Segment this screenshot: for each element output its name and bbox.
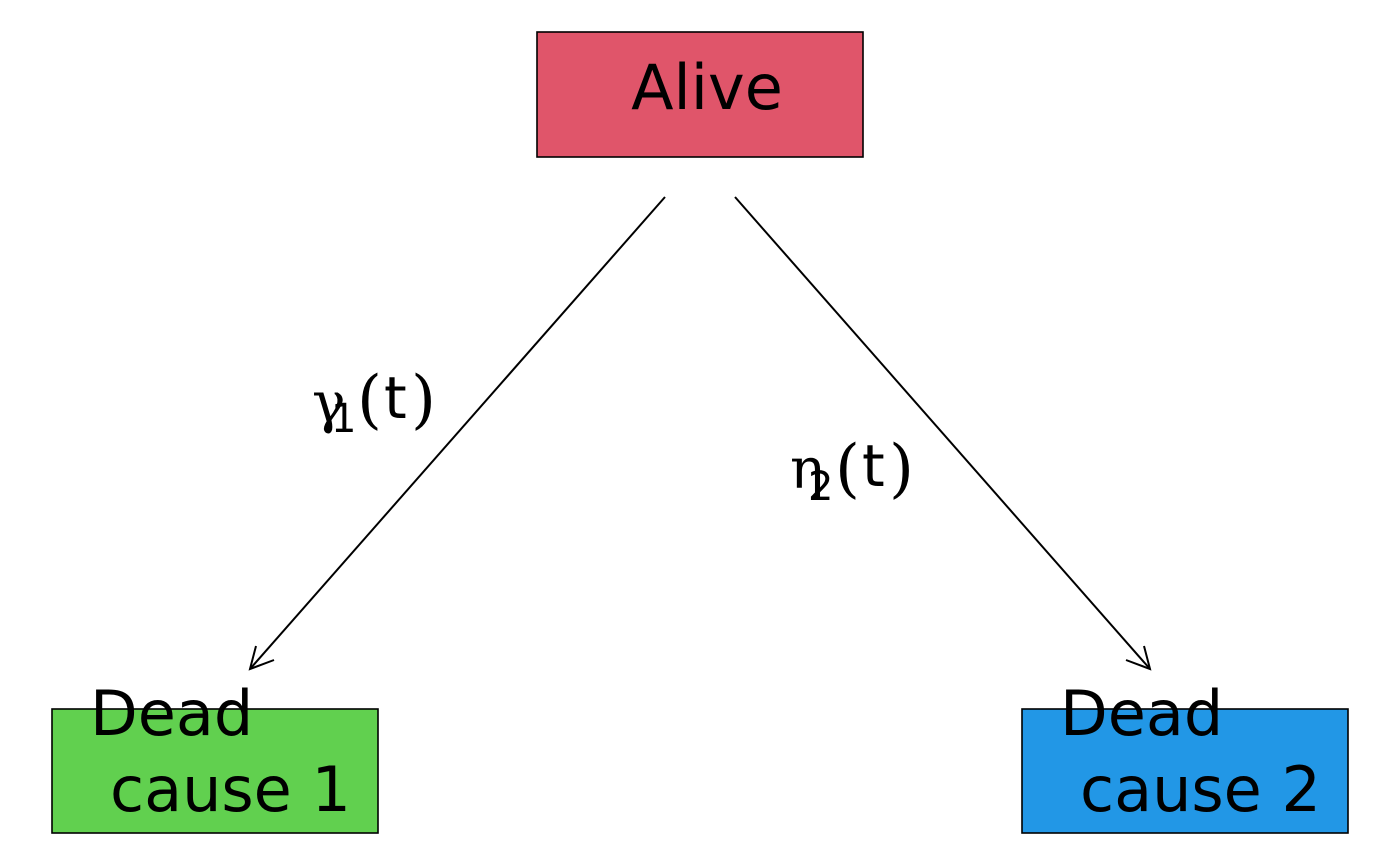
rate-symbol-eta: η — [790, 437, 824, 502]
rate-close-paren: ) — [411, 363, 436, 437]
node-dead-cause-2-label-line2: cause 2 — [1080, 753, 1321, 826]
node-alive-box — [536, 31, 864, 158]
rate-variable-t: t — [384, 364, 407, 432]
edge-alive-to-dead-cause-2 — [734, 196, 1152, 671]
node-dead-cause-1-box — [51, 708, 379, 834]
rate-subscript-2: 2 — [808, 464, 833, 510]
node-alive-label: Alive — [631, 51, 783, 124]
rate-label-eta-2: η 2 ( t ) — [790, 432, 914, 510]
node-dead-cause-2: Dead cause 2 — [1021, 677, 1349, 834]
rate-symbol-gamma: γ — [312, 371, 345, 436]
arrowhead-dead-cause-1-icon — [248, 645, 275, 671]
node-dead-cause-1: Dead cause 1 — [51, 677, 379, 834]
edge-alive-to-dead-cause-1-line — [249, 196, 666, 670]
rate-label-gamma-1: γ 1 ( t ) — [312, 363, 436, 442]
node-dead-cause-2-label-line1: Dead — [1060, 677, 1223, 750]
node-dead-cause-2-box — [1021, 708, 1349, 834]
rate-close-paren: ) — [889, 432, 914, 506]
node-dead-cause-1-label-line1: Dead — [90, 677, 253, 750]
edge-alive-to-dead-cause-1 — [248, 196, 666, 671]
rate-subscript-1: 1 — [331, 396, 356, 442]
rate-open-paren: ( — [357, 363, 382, 437]
rate-open-paren: ( — [835, 432, 860, 506]
rate-variable-t: t — [862, 432, 885, 500]
node-alive: Alive — [536, 31, 864, 158]
edge-alive-to-dead-cause-2-line — [734, 196, 1151, 670]
arrowhead-dead-cause-2-icon — [1125, 645, 1152, 671]
node-dead-cause-1-label-line2: cause 1 — [110, 753, 351, 826]
